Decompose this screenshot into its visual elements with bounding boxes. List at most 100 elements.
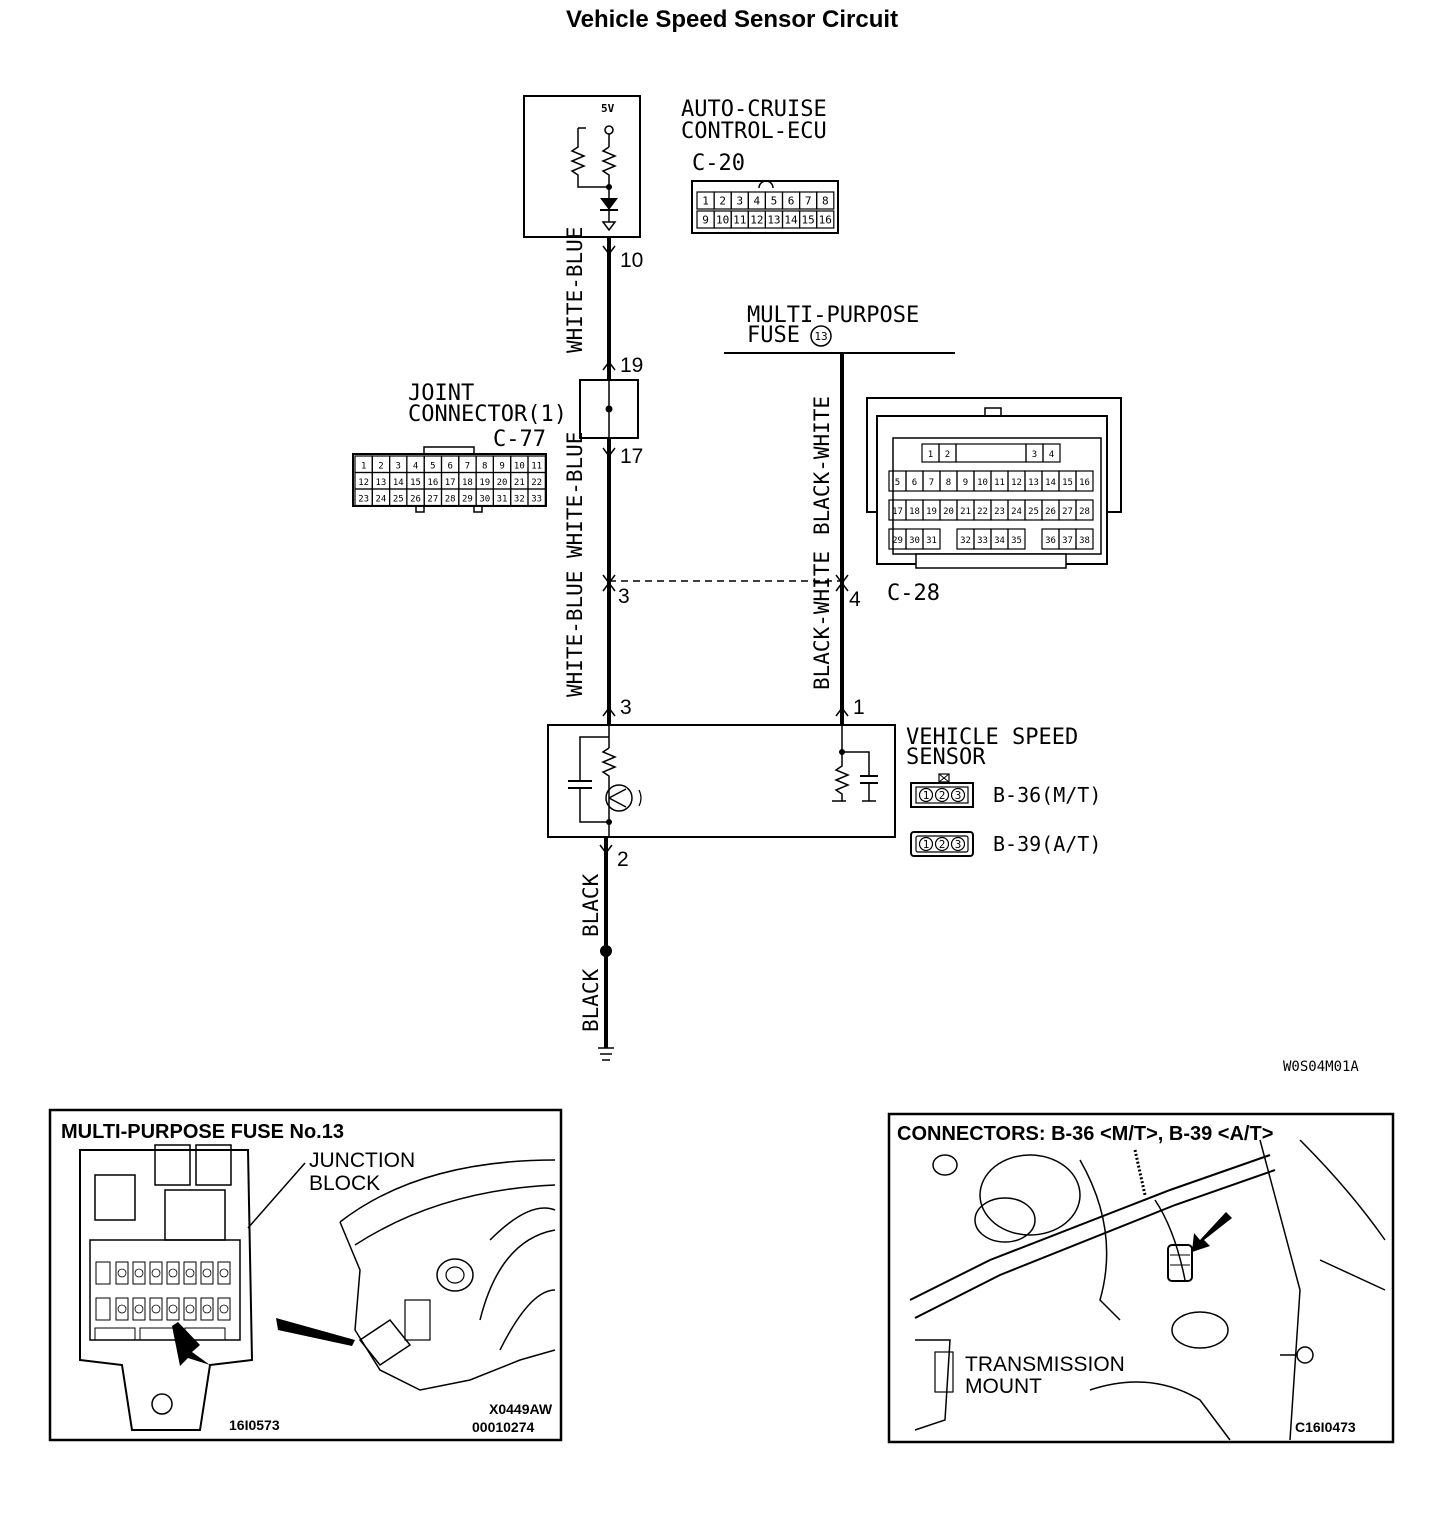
c28-pin-29: 29 — [892, 536, 903, 546]
c77-pin-23: 23 — [358, 494, 369, 504]
c77-pin-20: 20 — [497, 478, 508, 488]
b39-pin-1: 1 — [923, 838, 930, 851]
c20-pin-6: 6 — [788, 195, 795, 208]
wire-label-black-1: BLACK — [579, 873, 603, 937]
wire-label-white-blue-3: WHITE-BLUE — [563, 571, 587, 697]
panel-right-title: CONNECTORS: B-36 <M/T>, B-39 <A/T> — [897, 1123, 1273, 1145]
c77-pin-8: 8 — [482, 461, 487, 471]
ground-symbol — [598, 1047, 614, 1061]
c77-pin-17: 17 — [445, 478, 456, 488]
ecu-name-line1: AUTO-CRUISE — [681, 97, 827, 122]
c28-pin-5: 5 — [895, 478, 900, 488]
c20-pin-4: 4 — [754, 195, 761, 208]
wire-label-white-blue-1: WHITE-BLUE — [563, 227, 587, 353]
sensor-ground-pin-number: 2 — [617, 848, 629, 871]
c28-pin-26: 26 — [1045, 507, 1056, 517]
c77-pin-12: 12 — [358, 478, 369, 488]
jc-name-line2: CONNECTOR(1) — [408, 402, 567, 427]
sensor-name-line1: VEHICLE SPEED — [906, 725, 1078, 750]
c28-pin-33: 33 — [977, 536, 988, 546]
c28-connector-id: C-28 — [887, 581, 940, 606]
c28-pin-13: 13 — [1028, 478, 1039, 488]
page-title: Vehicle Speed Sensor Circuit — [566, 6, 898, 33]
c77-pin-26: 26 — [410, 494, 421, 504]
c28-pin-3: 3 — [1032, 450, 1037, 460]
vehicle-speed-sensor-box — [547, 724, 896, 838]
panel-left-code1: 16I0573 — [229, 1417, 280, 1433]
c28-pin-2: 2 — [945, 450, 950, 460]
c28-pin-11: 11 — [994, 478, 1005, 488]
c77-pin-25: 25 — [393, 494, 404, 504]
c28-pin-8: 8 — [946, 478, 951, 488]
transmission-mount-label-line2: MOUNT — [965, 1375, 1042, 1398]
c28-pin-34: 34 — [994, 536, 1005, 546]
c28-pin-35: 35 — [1011, 536, 1022, 546]
panel-left-code2: X0449AW — [489, 1401, 553, 1417]
panel-left-code3: 00010274 — [472, 1419, 535, 1435]
diagram-code: W0S04M01A — [1283, 1059, 1359, 1075]
c77-pin-14: 14 — [393, 478, 404, 488]
c77-pin-3: 3 — [396, 461, 401, 471]
c77-pin-1: 1 — [361, 461, 366, 471]
c28-pin-18: 18 — [909, 507, 920, 517]
c28-pin-7: 7 — [929, 478, 934, 488]
c20-pin-2: 2 — [719, 195, 726, 208]
c28-right-pin-number: 4 — [849, 588, 861, 611]
c28-pin-12: 12 — [1011, 478, 1022, 488]
c77-pin-30: 30 — [479, 494, 490, 504]
c28-pin-24: 24 — [1011, 507, 1022, 517]
ecu-name-line2: CONTROL-ECU — [681, 119, 827, 144]
c28-pin-28: 28 — [1079, 507, 1090, 517]
wire-label-black-white-1: BLACK-WHITE — [810, 396, 834, 535]
c28-pin-25: 25 — [1028, 507, 1039, 517]
c28-pin-22: 22 — [977, 507, 988, 517]
c77-pin-24: 24 — [376, 494, 387, 504]
c77-pin-16: 16 — [427, 478, 438, 488]
c20-pin-11: 11 — [733, 214, 746, 227]
connector-location-panel: CONNECTORS: B-36 <M/T>, B-39 <A/T> TRANS… — [887, 1112, 1395, 1444]
c20-pin-14: 14 — [784, 214, 798, 227]
wire-label-black-2: BLACK — [579, 968, 603, 1032]
c28-pin-38: 38 — [1079, 536, 1090, 546]
c77-pin-15: 15 — [410, 478, 421, 488]
c20-pin-15: 15 — [802, 214, 815, 227]
c28-left-pin-number: 3 — [618, 585, 630, 608]
c77-pin-2: 2 — [378, 461, 383, 471]
c20-pin-10: 10 — [716, 214, 729, 227]
c28-pin-32: 32 — [960, 536, 971, 546]
c20-pin-3: 3 — [736, 195, 743, 208]
c20-pin-8: 8 — [822, 195, 829, 208]
c77-pin-13: 13 — [376, 478, 387, 488]
fuse-number: 13 — [814, 330, 827, 343]
sensor-left-pin-number: 3 — [620, 696, 632, 719]
c20-pin-7: 7 — [805, 195, 812, 208]
c77-pin-31: 31 — [497, 494, 508, 504]
c77-pin-18: 18 — [462, 478, 473, 488]
c77-pin-32: 32 — [514, 494, 525, 504]
wire-label-white-blue-2: WHITE-BLUE — [563, 432, 587, 558]
b39-connector-label: B-39(A/T) — [993, 832, 1101, 856]
c77-pin-11: 11 — [531, 461, 542, 471]
c77-pin-7: 7 — [465, 461, 470, 471]
c77-pin-19: 19 — [479, 478, 490, 488]
c77-pin-9: 9 — [499, 461, 504, 471]
c77-pin-29: 29 — [462, 494, 473, 504]
sensor-right-pin-number: 1 — [853, 696, 865, 719]
panel-left-title: MULTI-PURPOSE FUSE No.13 — [61, 1121, 344, 1143]
panel-right-code: C16I0473 — [1295, 1419, 1356, 1435]
c77-pin-10: 10 — [514, 461, 525, 471]
junction-block-label-line2: BLOCK — [309, 1172, 380, 1195]
c20-pin-13: 13 — [767, 214, 780, 227]
c20-pin-12: 12 — [750, 214, 763, 227]
c28-pin-19: 19 — [926, 507, 937, 517]
transmission-mount-label-line1: TRANSMISSION — [965, 1353, 1125, 1376]
c77-pin-21: 21 — [514, 478, 525, 488]
jc-connector-id: C-77 — [493, 427, 546, 452]
b36-connector-label: B-36(M/T) — [993, 783, 1101, 807]
c28-pin-10: 10 — [977, 478, 988, 488]
c20-pin-5: 5 — [771, 195, 778, 208]
supply-voltage-label: 5V — [601, 102, 615, 115]
